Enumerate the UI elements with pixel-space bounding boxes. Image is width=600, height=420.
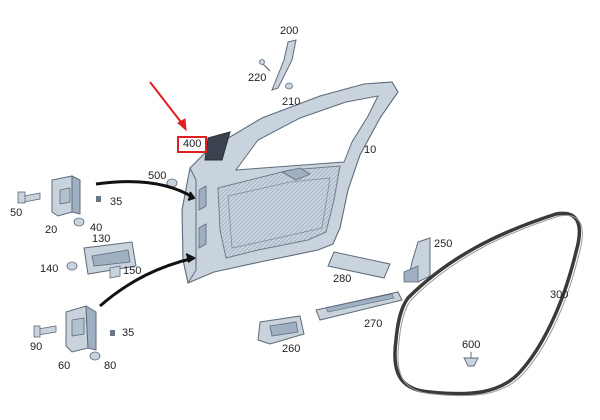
bracket-part bbox=[403, 237, 431, 283]
part-number-label: 60 bbox=[58, 360, 71, 372]
lower-hinge-arrow bbox=[99, 256, 195, 308]
part-number-label: 300 bbox=[550, 289, 569, 301]
part-number-label: 35 bbox=[122, 327, 135, 339]
window-trim-strip bbox=[259, 39, 297, 91]
door-seal bbox=[393, 211, 582, 396]
part-number-label: 220 bbox=[248, 72, 267, 84]
part-number-label: 200 bbox=[280, 25, 299, 37]
highlight-pointer-arrow bbox=[149, 81, 185, 127]
part-number-label: 80 bbox=[104, 360, 117, 372]
part-number-label: 210 bbox=[282, 96, 301, 108]
part-number-label: 500 bbox=[148, 170, 167, 182]
part-number-label: 50 bbox=[10, 207, 23, 219]
rail-part bbox=[315, 291, 403, 321]
door-shell bbox=[181, 81, 399, 284]
part-number-label: 20 bbox=[45, 224, 58, 236]
door-lock-part bbox=[257, 315, 305, 345]
lower-door-hinge bbox=[33, 305, 115, 361]
part-number-label: 90 bbox=[30, 341, 43, 353]
part-number-label: 250 bbox=[434, 238, 453, 250]
part-number-label: 280 bbox=[333, 273, 352, 285]
foil-panel-part bbox=[327, 251, 391, 279]
upper-hinge-arrow bbox=[95, 180, 195, 200]
part-number-label: 600 bbox=[462, 339, 481, 351]
part-number-label: 140 bbox=[40, 263, 59, 275]
part-number-label: 10 bbox=[364, 144, 377, 156]
part-number-label: 40 bbox=[90, 222, 103, 234]
door-check-strap bbox=[66, 241, 137, 279]
clip-part bbox=[463, 352, 479, 367]
part-number-label: 130 bbox=[92, 233, 111, 245]
upper-door-hinge bbox=[17, 175, 101, 227]
part-number-label: 260 bbox=[282, 343, 301, 355]
highlighted-part-number-label: 400 bbox=[177, 136, 208, 153]
part-number-label: 150 bbox=[123, 265, 142, 277]
part-number-label: 35 bbox=[110, 196, 123, 208]
part-number-label: 270 bbox=[364, 318, 383, 330]
